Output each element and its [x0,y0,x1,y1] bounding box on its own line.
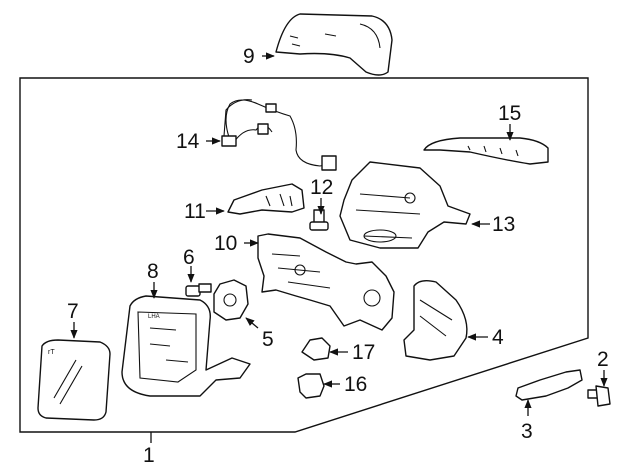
part-16-retainer [297,373,325,399]
callout-12: 12 [310,176,333,199]
part-4-housing-cover [403,279,468,361]
callout-1: 1 [143,444,155,467]
callout-17: 17 [352,341,375,364]
callout-labels: 1 2 3 4 5 6 7 8 9 10 11 12 13 14 15 16 1… [67,45,609,467]
part-5-motor [213,279,249,321]
part-10-actuator [257,233,395,331]
callout-6: 6 [183,246,195,269]
part-2-bolt [587,385,611,407]
part-13-housing-base [339,161,471,249]
part-3-bracket [515,369,583,401]
callout-15: 15 [498,102,521,125]
callout-5: 5 [262,328,274,351]
part-15-signal-lamp [423,137,549,165]
part-17-clip [301,337,331,361]
callout-2: 2 [597,348,609,371]
part-14-wiring-harness [221,99,337,171]
callout-9: 9 [243,45,255,68]
glass-embossed-mark: rT [48,349,55,356]
assembly-frame [19,77,589,433]
callout-8: 8 [147,260,159,283]
bezel-embossed-text: LHA [148,314,160,320]
leader-5 [245,317,259,329]
callout-14: 14 [176,130,200,153]
callout-16: 16 [344,373,367,396]
part-6-screw [185,283,212,297]
part-11-bracket [227,183,305,215]
callout-7: 7 [67,300,79,323]
callout-10: 10 [214,232,237,255]
part-9-mirror-cap [275,13,393,76]
part-7-mirror-glass: rT [37,339,111,421]
callout-4: 4 [492,326,504,349]
part-12-screw [309,209,329,231]
part-8-mirror-bezel [121,295,251,397]
callout-13: 13 [492,213,515,236]
leader-arrows [70,52,608,416]
callout-11: 11 [184,200,206,223]
callout-3: 3 [521,420,533,443]
